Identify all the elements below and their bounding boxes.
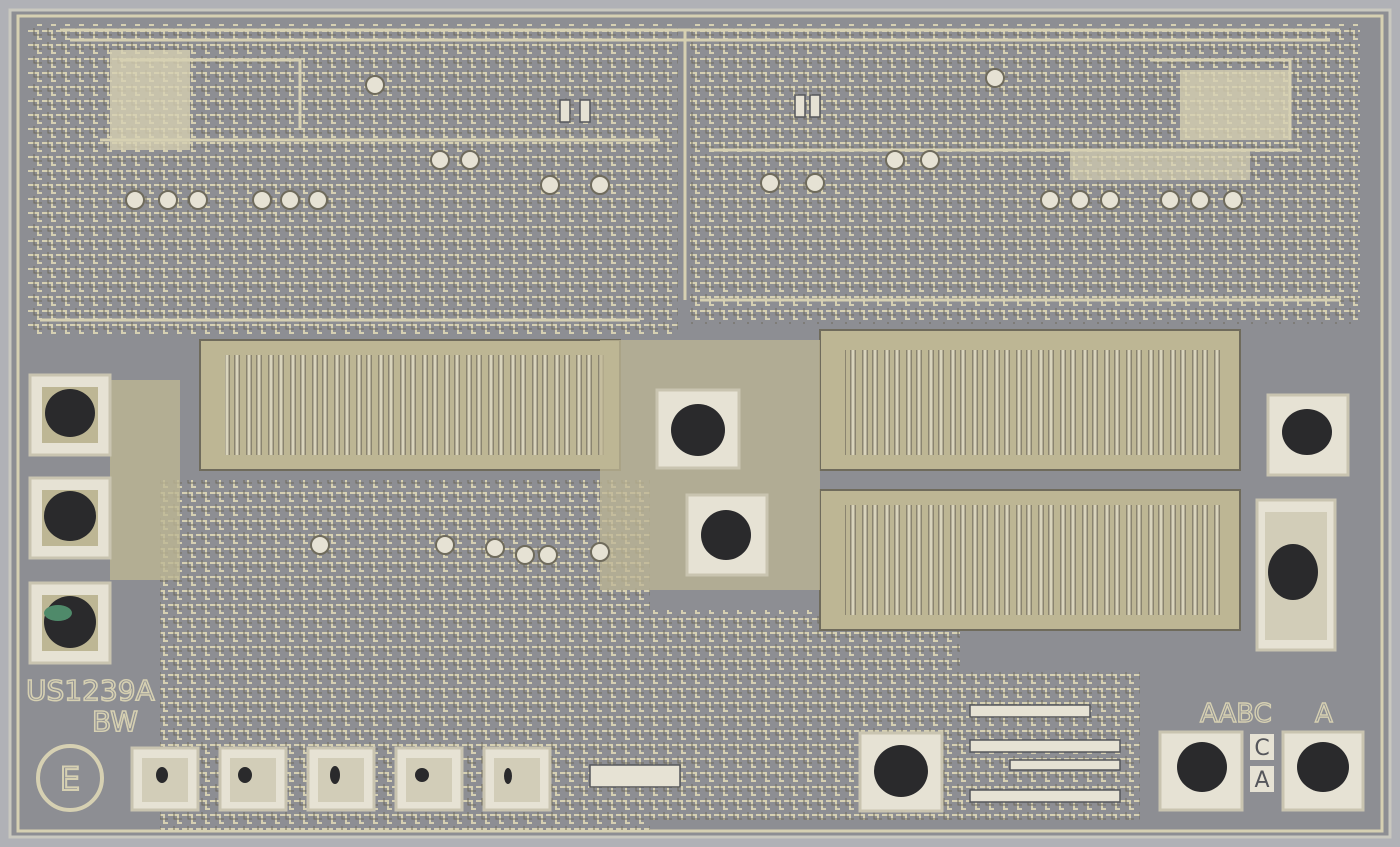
bond-pad-bottom-right-2 (1281, 730, 1365, 812)
bond-pad-bottom-mid (858, 731, 944, 813)
bond-pad-left-1 (28, 373, 112, 457)
bond-pad-bottom-4 (394, 746, 464, 812)
left-poly-strip (110, 380, 180, 580)
output-transistor-right-bottom (819, 489, 1241, 631)
vias (125, 68, 1243, 565)
part-number: US1239A (26, 674, 155, 707)
die-guard-ring (16, 14, 1384, 833)
bond-pad-bottom-right-1 (1158, 730, 1244, 812)
revision-letters-2: A (1315, 699, 1333, 729)
logo-letter: E (60, 760, 80, 798)
bond-pad-right-tall (1255, 498, 1337, 652)
small-components (559, 94, 1121, 803)
bond-pad-bottom-1 (130, 746, 200, 812)
designer-initials: BW (92, 705, 138, 738)
bond-pad-bottom-2 (218, 746, 288, 812)
bond-pad-left-2 (28, 476, 112, 560)
manufacturer-logo: E (36, 744, 104, 812)
bond-pad-left-3 (28, 581, 112, 665)
bond-pad-center-upper (655, 388, 741, 470)
bond-pad-center-lower (685, 493, 769, 577)
bond-pad-bottom-5 (482, 746, 552, 812)
output-transistor-right-top (819, 329, 1241, 471)
metal-plate-right-mid (1070, 150, 1250, 180)
revision-letter-a: A (1254, 768, 1269, 793)
trace-region-top-right (690, 24, 1360, 324)
mask-revision-letters: AABC A C A (1199, 698, 1333, 793)
revision-letter-c: C (1254, 736, 1269, 761)
bond-pad-right-upper (1266, 393, 1350, 477)
revision-letters-1: AABC (1200, 699, 1272, 729)
bond-pad-bottom-3 (306, 746, 376, 812)
metal-plate-top-left (110, 50, 190, 150)
metal-plate-top-right (1180, 70, 1290, 140)
output-transistor-left (199, 339, 621, 471)
